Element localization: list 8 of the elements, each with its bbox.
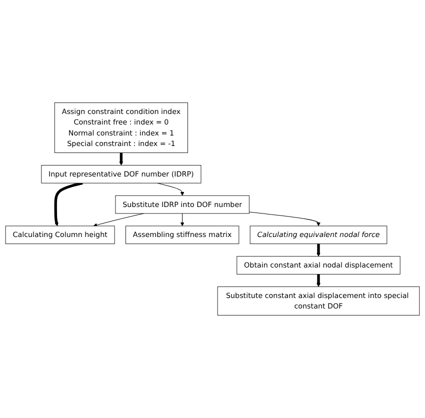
- arrow: [316, 244, 320, 257]
- arrow: [180, 213, 184, 226]
- arrow: [248, 212, 320, 226]
- arrow: [156, 182, 184, 196]
- arrow: [119, 152, 124, 166]
- arrow: [54, 182, 83, 226]
- arrow: [93, 213, 144, 227]
- arrow: [316, 274, 320, 287]
